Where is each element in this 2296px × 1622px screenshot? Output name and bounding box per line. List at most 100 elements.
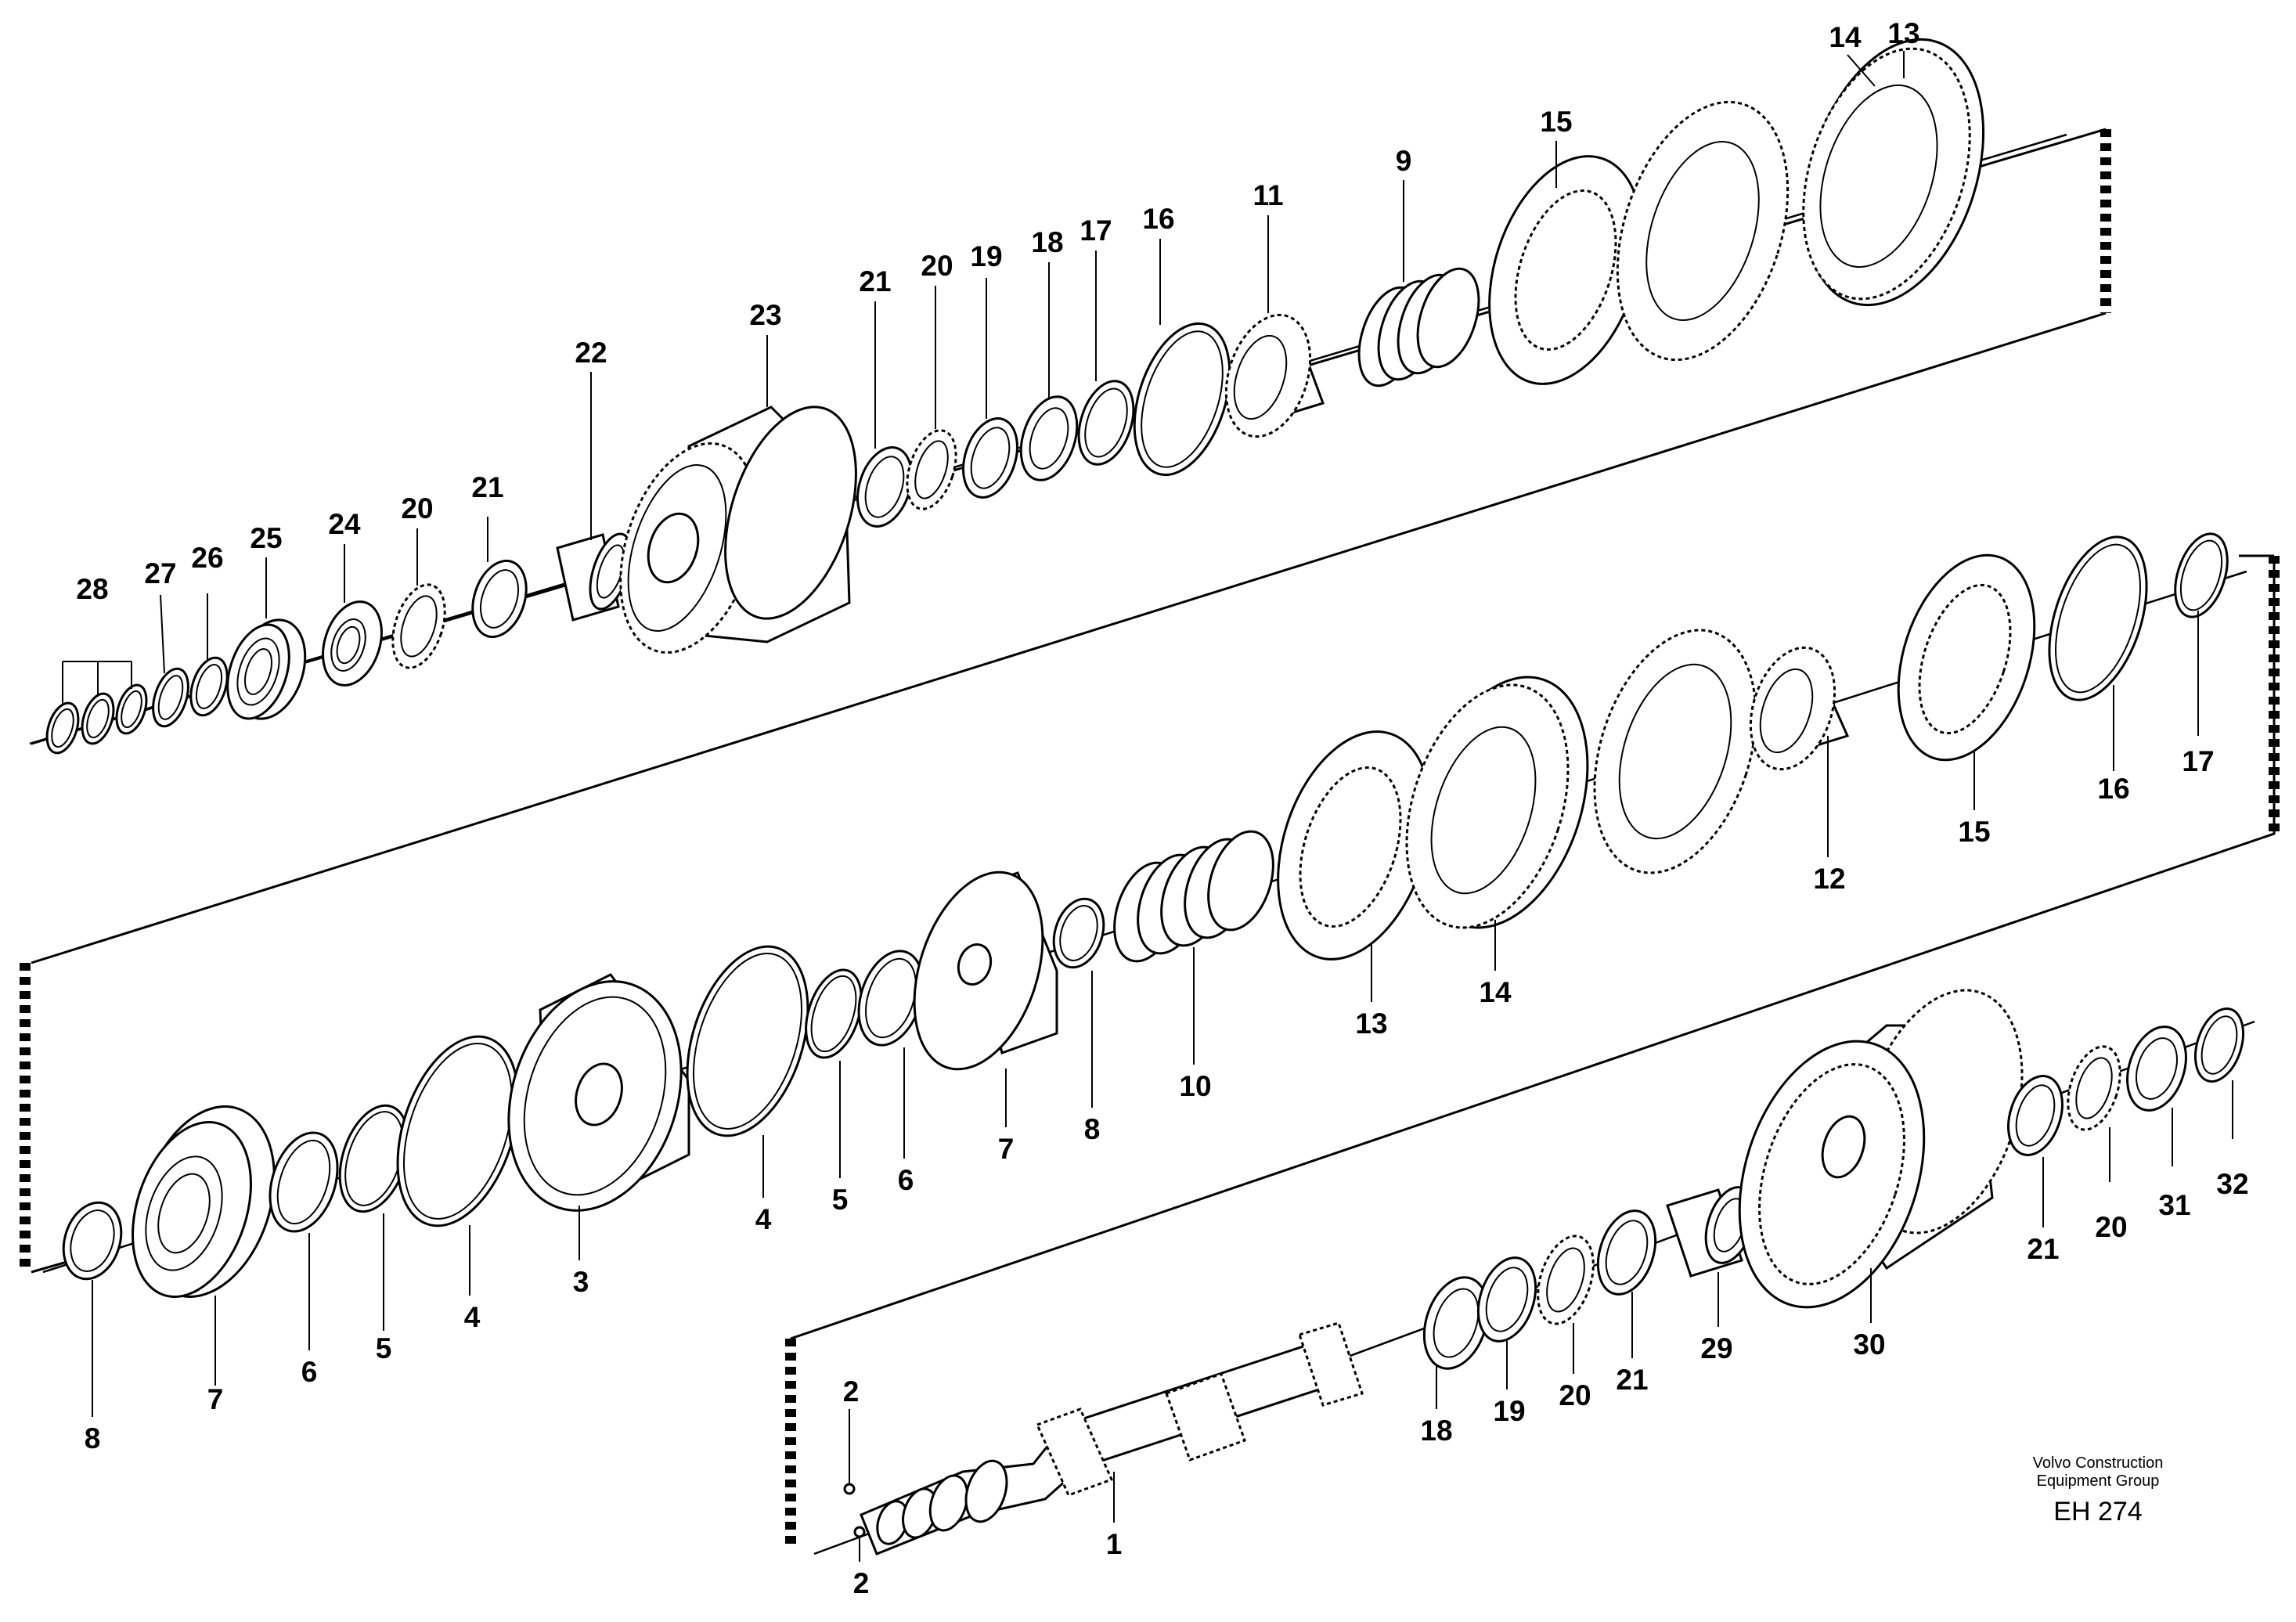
callout-29: 29 <box>1700 1332 1732 1364</box>
drawing-signature: Volvo Construction Equipment Group EH 27… <box>2033 1454 2164 1526</box>
callout-2: 2 <box>843 1375 860 1408</box>
ring-19b <box>1476 1256 1537 1343</box>
ring-6a <box>269 1131 339 1233</box>
piston-housing-7a <box>132 1105 276 1298</box>
callout-1: 1 <box>1106 1528 1123 1560</box>
callout-6: 6 <box>301 1356 318 1388</box>
callout-20: 20 <box>401 492 433 524</box>
callout-24: 24 <box>328 508 361 540</box>
callout-21: 21 <box>859 265 891 297</box>
frame-connectors <box>20 128 2280 1546</box>
ring-28a <box>45 701 80 755</box>
callout-31: 31 <box>2158 1189 2190 1221</box>
ring-21c <box>1596 1209 1657 1296</box>
piston-7b <box>913 870 1058 1071</box>
callout-28: 28 <box>76 573 108 605</box>
bottom-row-parts <box>860 989 2244 1555</box>
company-line-2: Equipment Group <box>2037 1472 2160 1490</box>
seal-ring-4b <box>686 945 809 1137</box>
callout-11: 11 <box>1253 179 1283 211</box>
ring-26 <box>189 656 229 717</box>
clutch-drum-30 <box>1738 989 2024 1309</box>
needle-cage-20b <box>906 429 957 510</box>
ring-8b <box>1052 897 1105 969</box>
needle-cage-20a <box>391 583 446 669</box>
callout-7: 7 <box>998 1133 1015 1165</box>
callout-23: 23 <box>749 299 781 331</box>
hub-12 <box>1749 646 1850 771</box>
callout-20: 20 <box>2095 1211 2127 1243</box>
callout-17: 17 <box>2182 745 2214 777</box>
callout-labels: 28 27 26 25 24 20 21 22 23 21 20 19 18 1… <box>76 17 2248 1599</box>
snap-ring-27 <box>152 667 189 728</box>
ring-19a <box>962 417 1018 499</box>
callout-14: 14 <box>1829 21 1862 53</box>
top-row-parts <box>45 38 1985 755</box>
callout-7: 7 <box>207 1383 224 1415</box>
ring-28c <box>115 683 148 735</box>
plate-13a <box>1802 38 1985 307</box>
plate-15a <box>1488 155 1643 385</box>
washer-31 <box>2126 1025 2187 1112</box>
callout-25: 25 <box>250 522 282 554</box>
shaft-1 <box>860 1321 1364 1555</box>
callout-19: 19 <box>1493 1395 1525 1427</box>
callout-5: 5 <box>832 1184 849 1216</box>
ring-21b <box>856 446 913 528</box>
callout-22: 22 <box>575 337 607 369</box>
callout-26: 26 <box>191 542 223 574</box>
callout-10: 10 <box>1179 1070 1211 1102</box>
callout-4: 4 <box>464 1301 481 1333</box>
callout-6: 6 <box>898 1164 914 1196</box>
snap-ring-32 <box>2194 1007 2244 1083</box>
callout-21: 21 <box>1616 1364 1648 1396</box>
callout-14: 14 <box>1479 976 1512 1008</box>
callout-18: 18 <box>1420 1415 1452 1447</box>
callout-2: 2 <box>853 1567 870 1599</box>
callout-13: 13 <box>1887 17 1919 49</box>
needle-bearing-22 <box>556 532 633 622</box>
snap-ring-17a <box>1077 380 1135 466</box>
callout-9: 9 <box>1396 145 1412 177</box>
callout-20: 20 <box>1559 1379 1591 1411</box>
callout-12: 12 <box>1813 863 1845 895</box>
leader-lines <box>62 51 2233 1562</box>
callout-13: 13 <box>1355 1007 1387 1040</box>
split-ring-18a <box>1019 395 1079 481</box>
callout-21: 21 <box>2027 1233 2059 1265</box>
drawing-code: EH 274 <box>2053 1497 2142 1526</box>
needle-cage-20c <box>1537 1235 1595 1325</box>
piston-3 <box>507 973 690 1212</box>
callout-21: 21 <box>471 471 503 503</box>
plate-14a <box>1616 100 1790 362</box>
callout-3: 3 <box>573 1266 589 1298</box>
callout-5: 5 <box>376 1332 392 1364</box>
callout-15: 15 <box>1958 816 1990 848</box>
callout-18: 18 <box>1031 226 1063 258</box>
plate-15b <box>1897 553 2036 762</box>
callout-20: 20 <box>921 250 953 282</box>
company-line-1: Volvo Construction <box>2033 1454 2164 1472</box>
plate-13b <box>1277 730 1432 961</box>
bearing-25 <box>226 618 307 720</box>
callout-8: 8 <box>85 1422 101 1454</box>
hub-11 <box>1224 313 1325 438</box>
callout-4: 4 <box>755 1203 772 1235</box>
callout-32: 32 <box>2216 1168 2248 1200</box>
plate-14b <box>1405 676 1589 929</box>
ring-21d <box>2007 1075 2064 1156</box>
callout-30: 30 <box>1853 1328 1885 1361</box>
callout-8: 8 <box>1084 1113 1101 1145</box>
snap-ring-16a <box>1133 322 1231 477</box>
needle-cage-20d <box>2067 1045 2121 1131</box>
callout-15: 15 <box>1540 106 1572 138</box>
snap-ring-17b <box>2174 532 2229 618</box>
ring-8a <box>62 1201 123 1281</box>
callout-19: 19 <box>970 240 1002 272</box>
springs-9 <box>1357 267 1480 387</box>
washer-24 <box>322 600 383 687</box>
callout-16: 16 <box>1142 203 1174 235</box>
ring-28b <box>81 692 115 745</box>
